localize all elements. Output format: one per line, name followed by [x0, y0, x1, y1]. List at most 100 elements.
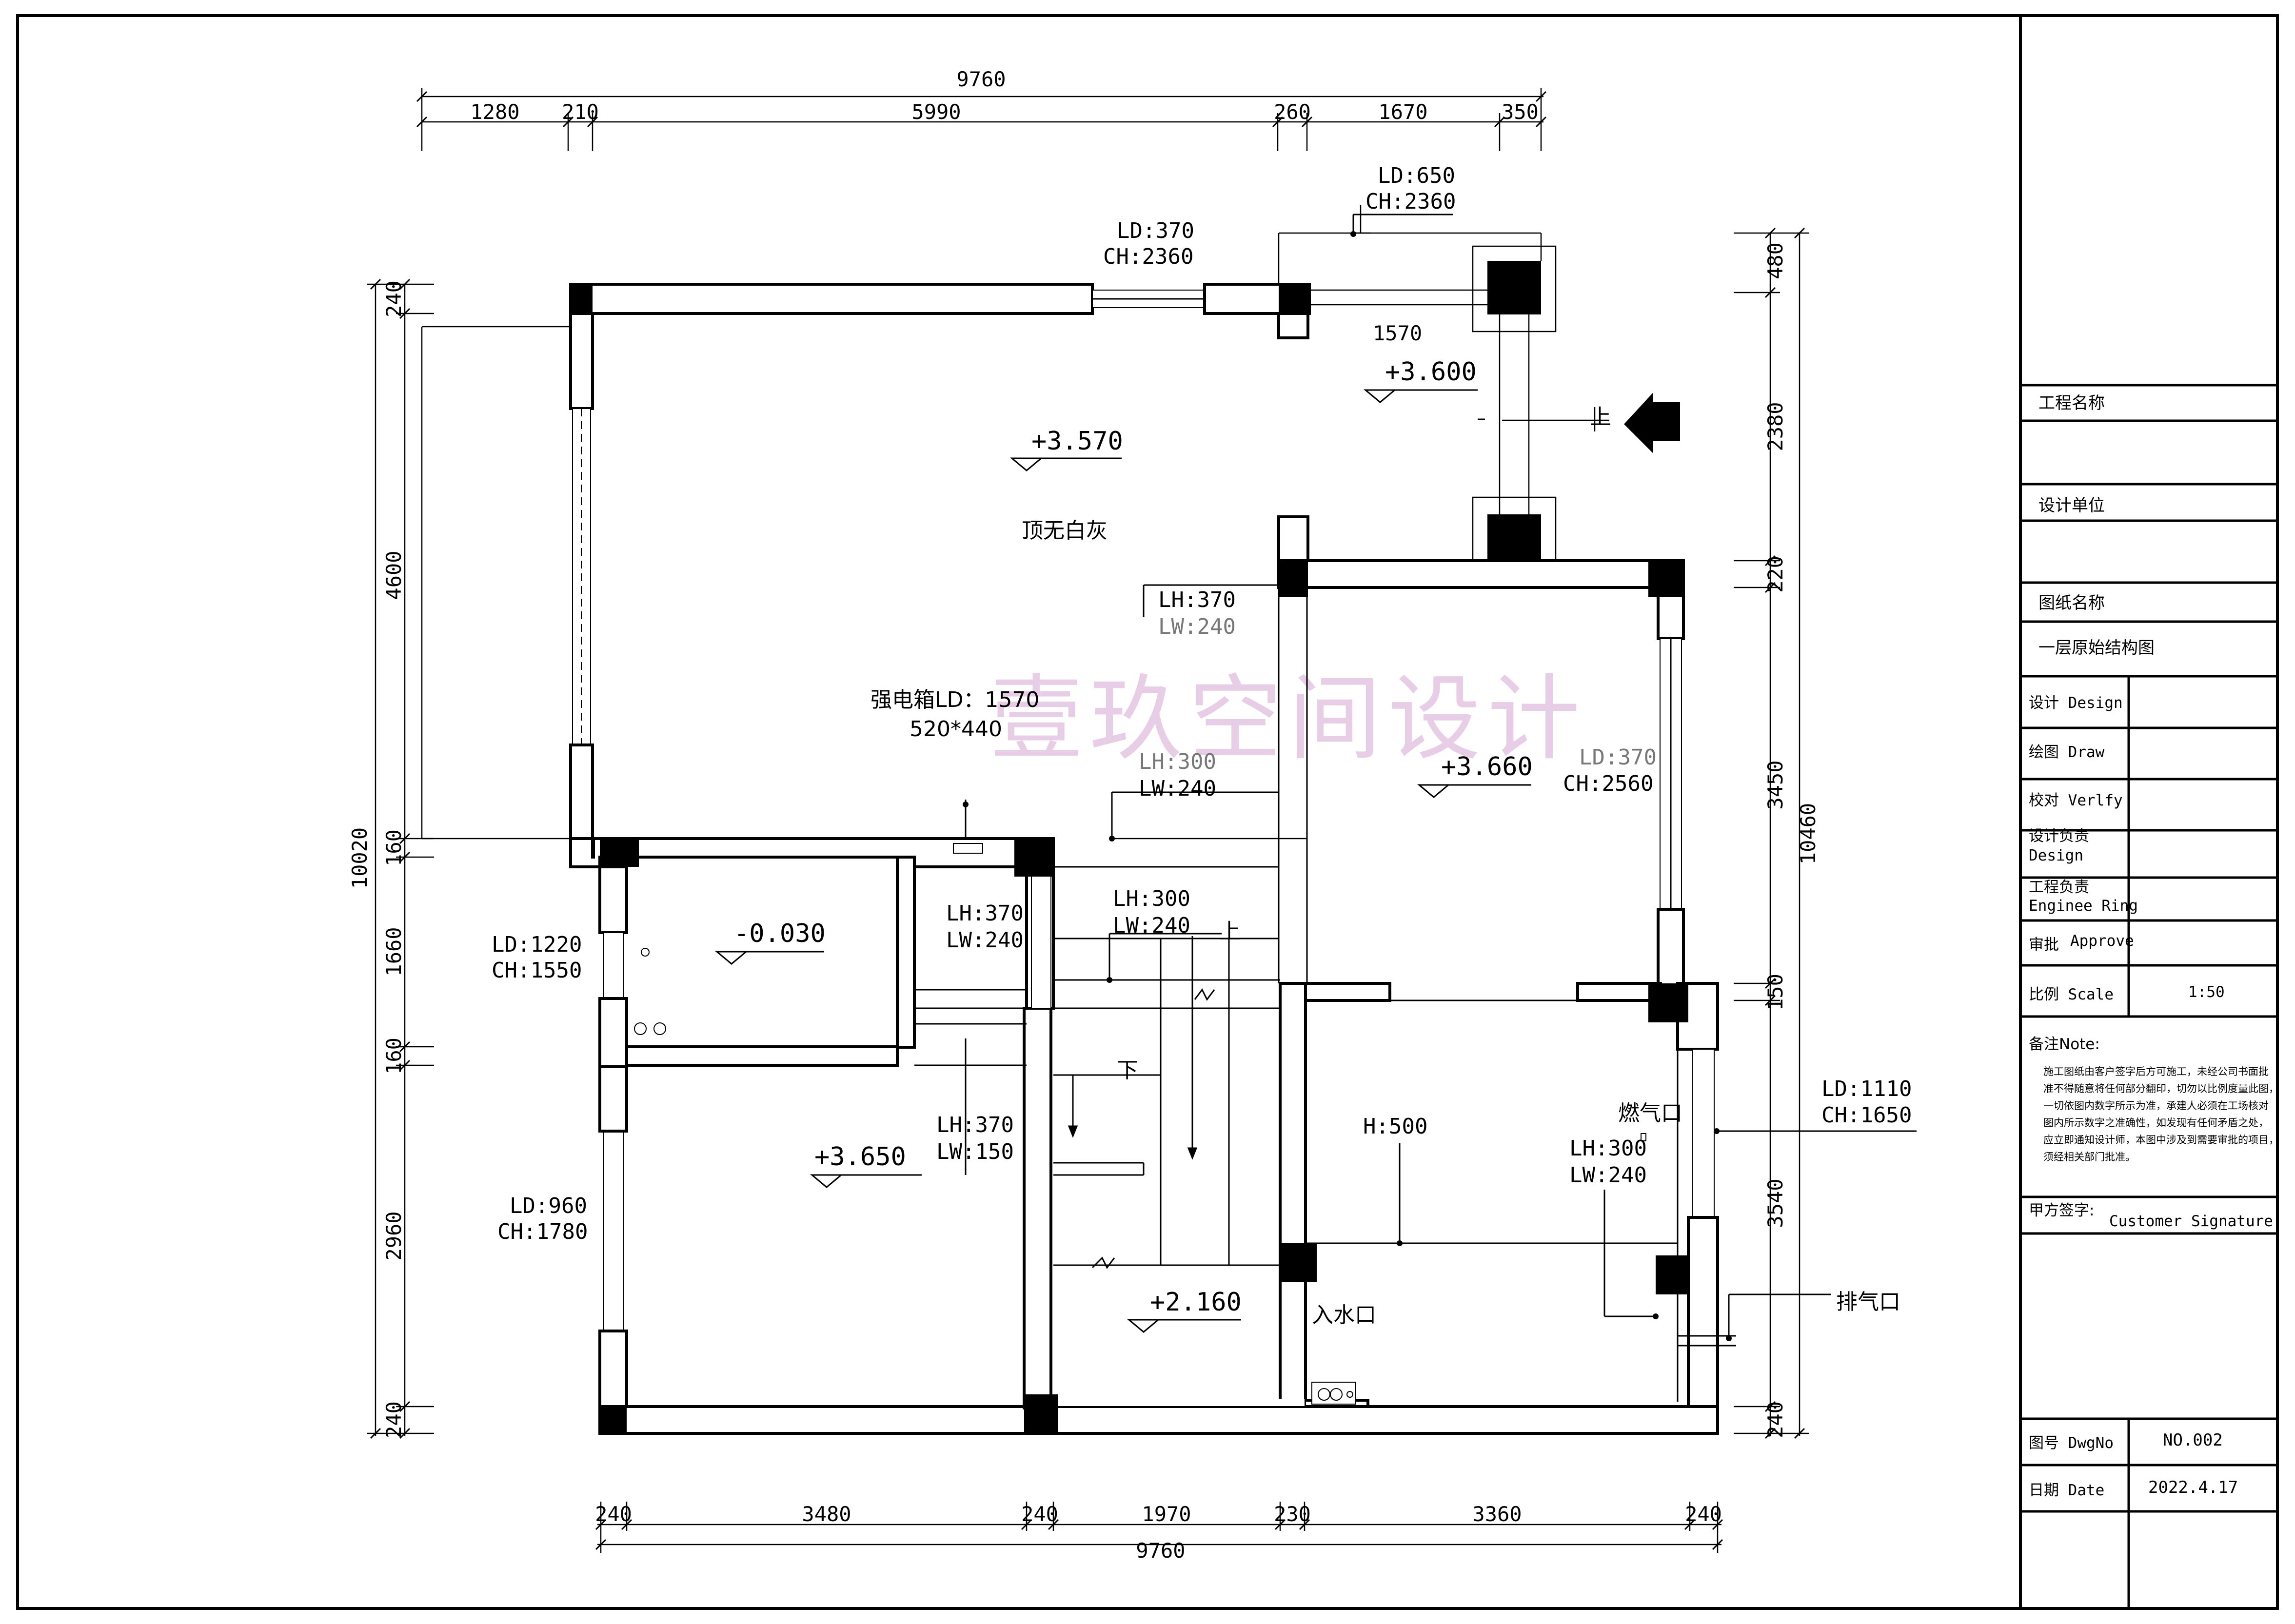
elevation-markers — [714, 389, 1531, 1333]
tb-eng-lead-b: Enginee Ring — [2029, 897, 2138, 915]
dim-bottom-6: 3360 — [1472, 1502, 1522, 1526]
elev-e4: -0.030 — [734, 919, 826, 948]
tb-eng-lead-a: 工程负责 — [2029, 879, 2089, 896]
dim-bottom-total: 9760 — [1136, 1539, 1185, 1563]
dim-left-4: 1660 — [382, 927, 406, 976]
label-lw240b: LW:240 — [1139, 776, 1216, 801]
dim-top-1: 1280 — [470, 100, 519, 124]
tb-note-line-5: 应立即通知设计师，本图中涉及到需要审批的项目， — [2043, 1134, 2279, 1146]
tb-note-line-6: 须经相关部门批准。 — [2043, 1151, 2136, 1163]
dim-right-7: 240 — [1763, 1401, 1787, 1438]
label-ld1220: LD:1220 — [492, 932, 582, 957]
label-lw240d: LW:240 — [1113, 913, 1190, 938]
tb-date-label: 日期 Date — [2029, 1482, 2104, 1499]
dim-top-6: 350 — [1502, 100, 1539, 124]
terrace-outline — [421, 205, 1609, 840]
dim-left-3: 160 — [382, 829, 406, 866]
dim-1570: 1570 — [1373, 321, 1422, 345]
sheet-border — [16, 14, 2279, 1610]
label-lh300b: LH:300 — [1113, 886, 1190, 911]
label-up-b: 上 — [1590, 405, 1611, 430]
dim-left-7: 240 — [382, 1401, 406, 1438]
label-elec-box-b: 520*440 — [910, 717, 1002, 742]
dim-left-total: 10020 — [348, 827, 372, 889]
tb-note-line-3: 一切依图内数字所示为准，承建人必须在工场核对 — [2043, 1100, 2269, 1112]
label-ld1110: LD:1110 — [1821, 1076, 1912, 1101]
dim-right-6: 3540 — [1763, 1178, 1787, 1228]
label-ch2560: CH:2560 — [1563, 771, 1653, 796]
elev-e3: +3.660 — [1441, 752, 1533, 782]
label-ld650: LD:650 — [1378, 163, 1455, 188]
label-ch1550: CH:1550 — [492, 958, 582, 983]
label-h500: H:500 — [1363, 1114, 1427, 1139]
elev-e5: +3.650 — [814, 1142, 906, 1172]
dim-right-3: 220 — [1763, 556, 1787, 593]
label-up-a: 上 — [1219, 919, 1241, 944]
label-elec-box-a: 强电箱LD：1570 — [871, 687, 1039, 712]
label-ld370b: LD:370 — [1579, 745, 1657, 770]
stair-arrows — [1068, 936, 1198, 1160]
dim-top-2: 210 — [562, 100, 599, 124]
label-lw240e: LW:240 — [1569, 1163, 1647, 1188]
dim-bottom-7: 240 — [1685, 1502, 1722, 1526]
label-lw240c: LW:240 — [946, 928, 1024, 953]
tb-design-lead-b: Design — [2029, 847, 2083, 864]
dim-right-4: 3450 — [1763, 760, 1787, 809]
tb-drawing-name: 图纸名称 — [2038, 593, 2105, 613]
label-ch2360b: CH:2360 — [1103, 244, 1193, 269]
label-ch1650: CH:1650 — [1821, 1103, 1912, 1128]
fixtures — [634, 843, 1736, 1405]
label-lw240a: LW:240 — [1158, 614, 1236, 639]
left-dimension-chain: 10020 240 4600 160 1660 160 2960 240 — [348, 278, 434, 1439]
label-lh370c: LH:370 — [936, 1113, 1014, 1137]
dim-right-5: 150 — [1763, 974, 1787, 1011]
tb-approve-a: 审批 — [2029, 936, 2059, 954]
tb-project-name: 工程名称 — [2038, 393, 2105, 413]
dim-right-total: 10460 — [1796, 803, 1820, 864]
tb-verify: 校对 Verlfy — [2029, 792, 2123, 809]
tb-note-label: 备注Note: — [2029, 1036, 2100, 1053]
elev-e6: +2.160 — [1150, 1288, 1242, 1317]
entrance-arrow-icon — [1624, 392, 1680, 453]
dim-left-6: 2960 — [382, 1211, 406, 1260]
dim-bottom-4: 1970 — [1142, 1502, 1191, 1526]
title-block: 工程名称 设计单位 图纸名称 一层原始结构图 设计 Design 绘图 Draw… — [2020, 384, 2279, 1608]
dim-right-1: 480 — [1763, 242, 1787, 279]
dim-bottom-2: 3480 — [802, 1502, 851, 1526]
tb-scale-value: 1:50 — [2188, 983, 2225, 1001]
label-lh300c: LH:300 — [1569, 1136, 1647, 1161]
dim-bottom-3: 240 — [1021, 1502, 1058, 1526]
bottom-dimension-chain: 240 3480 240 1970 230 3360 240 9760 — [595, 1502, 1723, 1563]
label-ld370: LD:370 — [1117, 218, 1194, 243]
tb-design-lead-a: 设计负责 — [2029, 827, 2089, 845]
columns — [571, 261, 1690, 1433]
label-ld960: LD:960 — [510, 1194, 587, 1218]
leader-dots — [963, 231, 1732, 1341]
dim-top-3: 5990 — [911, 100, 961, 124]
label-lw150: LW:150 — [936, 1139, 1014, 1164]
dim-left-5: 160 — [382, 1037, 406, 1075]
dim-top-4: 260 — [1274, 100, 1311, 124]
top-dimension-chain: 9760 1280 210 5990 260 1670 350 — [416, 67, 1547, 151]
label-gas: 燃气口 — [1618, 1101, 1682, 1126]
tb-design-unit: 设计单位 — [2038, 496, 2105, 515]
dim-left-2: 4600 — [382, 550, 406, 600]
dim-top-5: 1670 — [1378, 100, 1427, 124]
walls — [569, 283, 1719, 1435]
label-lh370b: LH:370 — [946, 901, 1024, 926]
elev-e2: +3.600 — [1385, 357, 1477, 387]
label-down: 下 — [1117, 1058, 1138, 1083]
tb-dwg-value: NO.002 — [2163, 1430, 2223, 1450]
dim-right-2: 2380 — [1763, 402, 1787, 451]
label-ch1780: CH:1780 — [497, 1219, 588, 1244]
tb-draw: 绘图 Draw — [2029, 744, 2105, 761]
plan-labels: LD:650 CH:2360 LD:370 CH:2360 1570 +3.60… — [492, 163, 1912, 1328]
right-dimension-chain: 10460 480 2380 220 3450 150 3540 240 — [1734, 227, 1820, 1439]
tb-approve-b: Approve — [2070, 932, 2134, 950]
label-lh370a: LH:370 — [1158, 587, 1236, 612]
tb-dwg-label: 图号 DwgNo — [2029, 1434, 2114, 1452]
tb-client-sig-b: Customer Signature — [2109, 1213, 2273, 1230]
elev-e1: +3.570 — [1031, 427, 1123, 456]
tb-date-value: 2022.4.17 — [2148, 1478, 2238, 1497]
